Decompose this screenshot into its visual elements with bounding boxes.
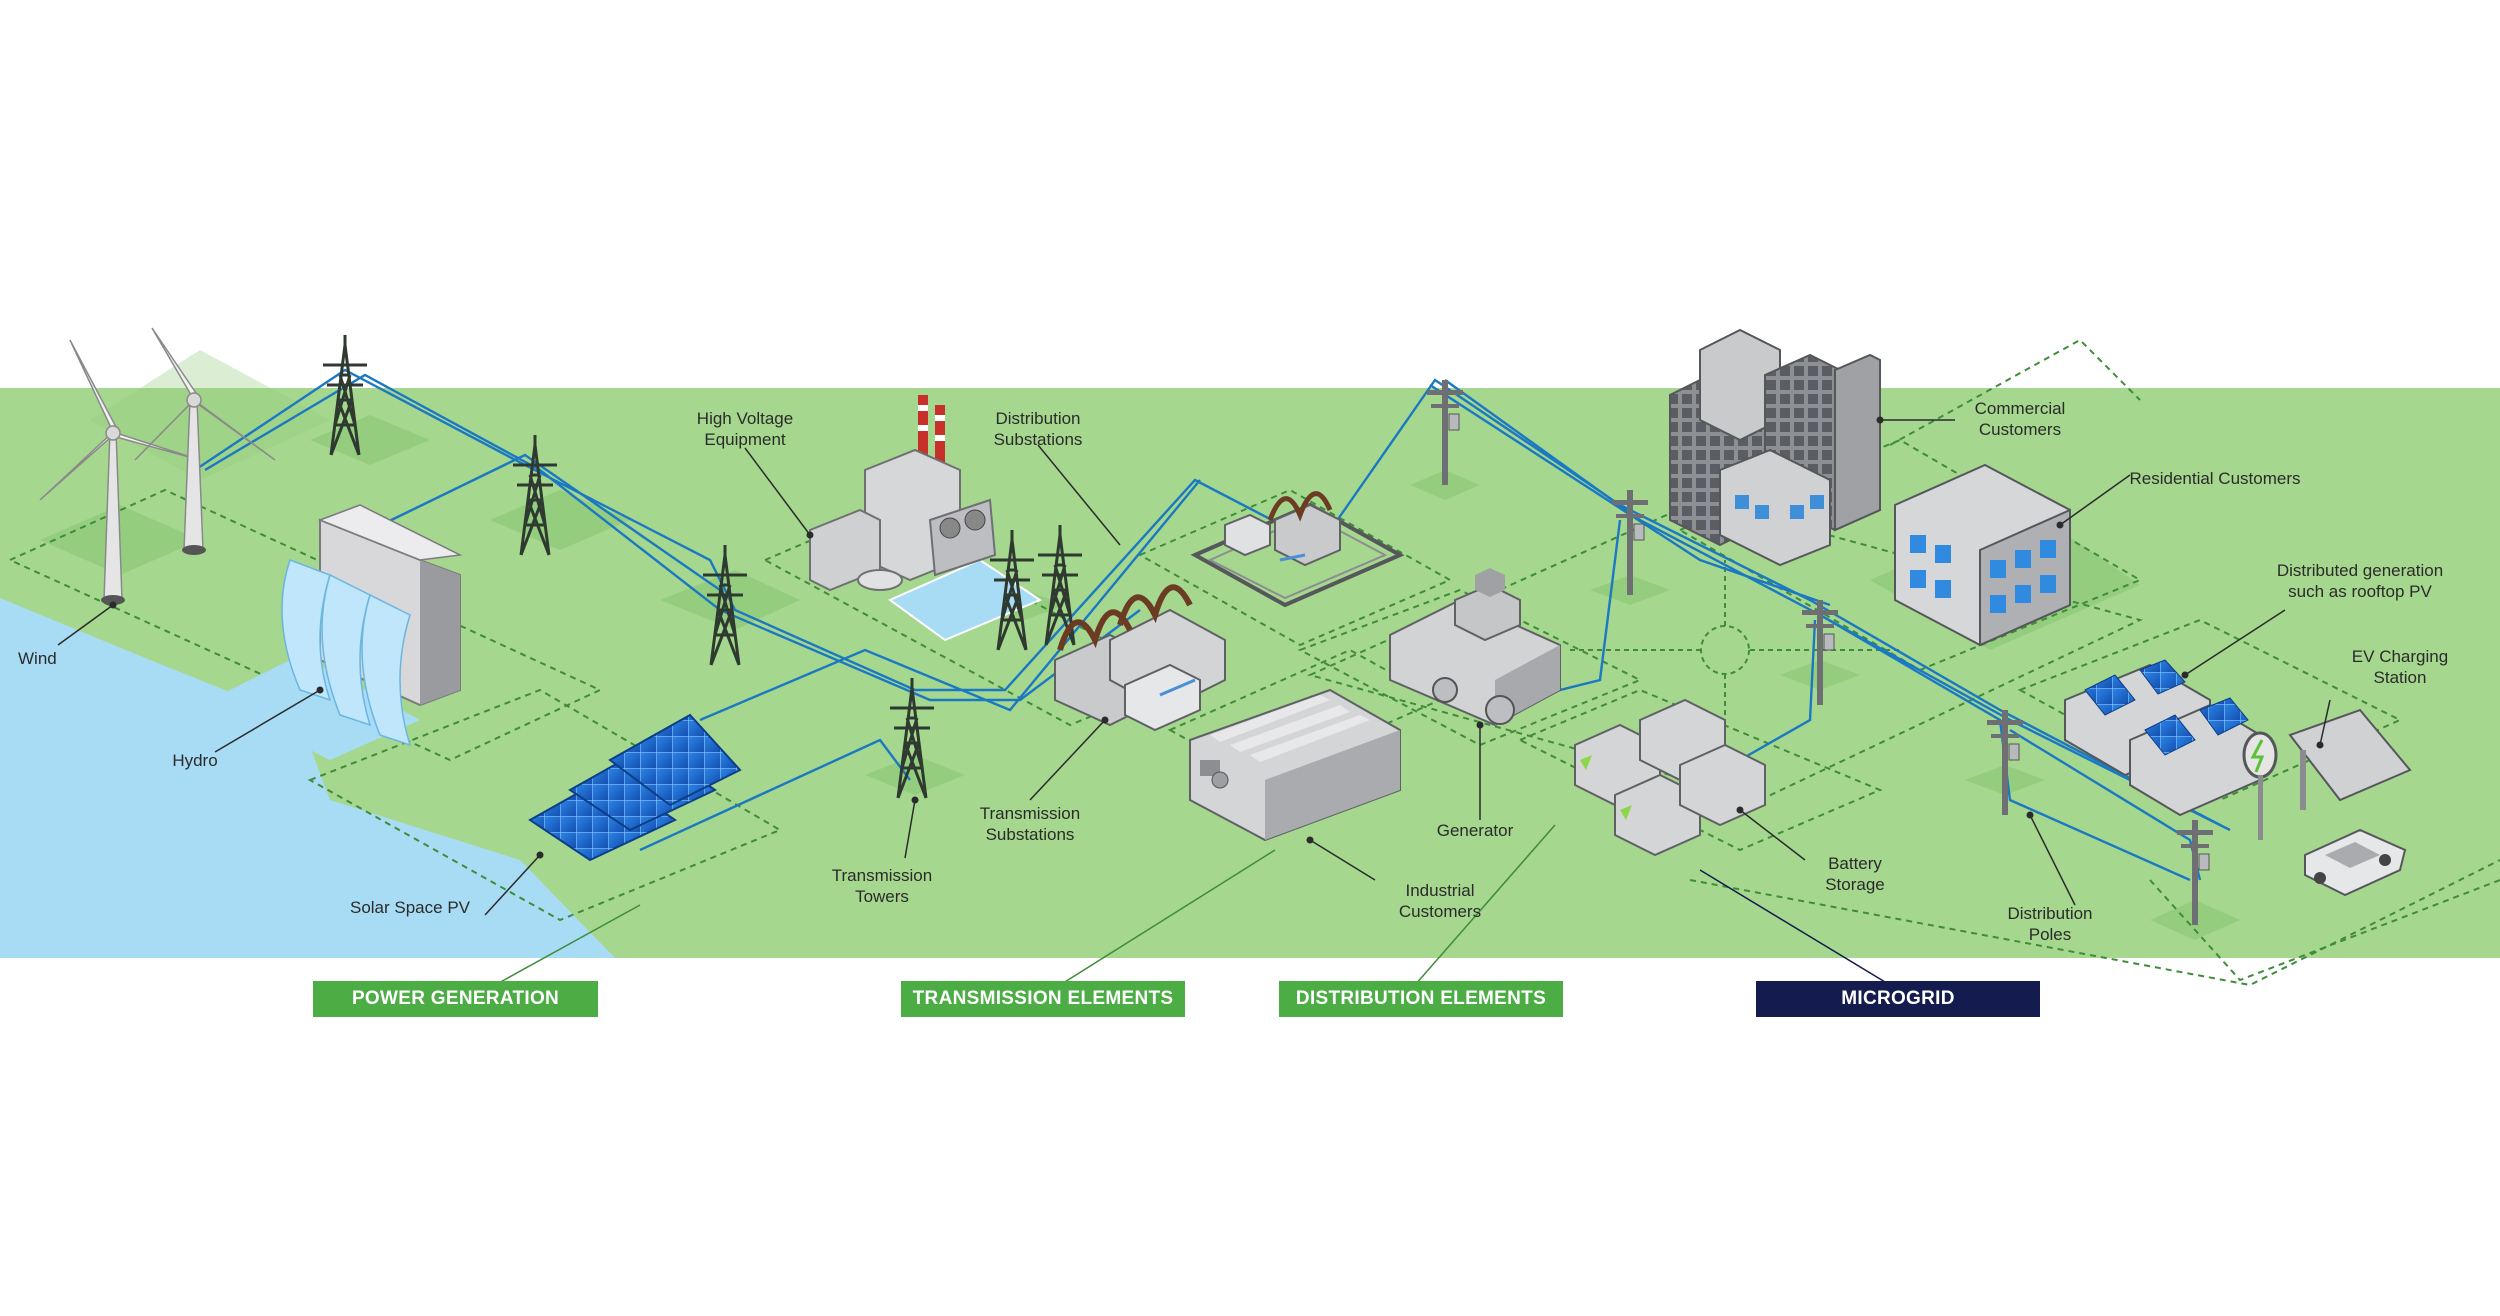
category-transmission-elements: TRANSMISSION ELEMENTS bbox=[901, 981, 1185, 1017]
leader-lines bbox=[57, 419, 2331, 916]
category-distribution-elements: DISTRIBUTION ELEMENTS bbox=[1279, 981, 1563, 1017]
leader-dots bbox=[109, 416, 2324, 859]
solar-panels bbox=[528, 713, 742, 862]
power-plant bbox=[809, 395, 997, 592]
distribution-substation bbox=[1190, 491, 1405, 608]
label-wind: Wind bbox=[18, 649, 57, 668]
label-generator: Generator bbox=[1436, 821, 1514, 840]
battery-storage bbox=[1574, 698, 1766, 857]
label-residential-customers: Residential Customers bbox=[2129, 469, 2301, 488]
category-connectors bbox=[494, 824, 1891, 986]
residential-building bbox=[1894, 463, 2071, 647]
wind-turbine-2 bbox=[134, 327, 276, 555]
ev-charging-station bbox=[2242, 708, 2412, 897]
hydro-pool bbox=[210, 655, 420, 760]
industrial-building bbox=[1189, 688, 1401, 842]
label-hydro: Hydro bbox=[172, 751, 218, 770]
generator bbox=[1389, 568, 1561, 727]
commercial-buildings bbox=[1669, 328, 1881, 567]
rooftop-pv-houses bbox=[2064, 659, 2261, 817]
category-power-generation: POWER GENERATION bbox=[313, 981, 598, 1017]
category-microgrid: MICROGRID bbox=[1756, 981, 2040, 1017]
wind-turbine-1 bbox=[39, 339, 201, 605]
water-area bbox=[0, 598, 615, 958]
label-solar: Solar Space PV bbox=[349, 898, 470, 917]
transmission-substation bbox=[1054, 584, 1226, 732]
hydro-dam bbox=[281, 504, 463, 747]
